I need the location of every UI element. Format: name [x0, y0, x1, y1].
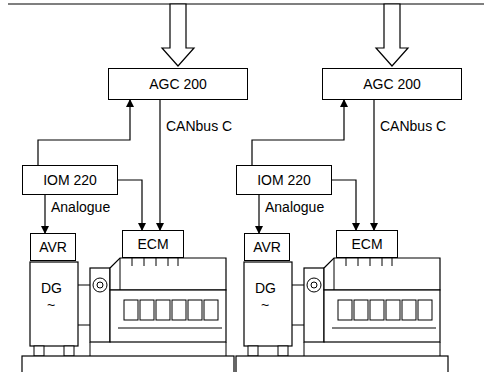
controller-box: AGC 200 — [108, 68, 248, 100]
signal-connector — [38, 100, 130, 165]
signal-connector — [252, 100, 344, 165]
signal-connector — [258, 195, 259, 233]
box-label: ECM — [137, 236, 168, 252]
bus-name: CANbus C — [166, 118, 232, 134]
box-label: AVR — [253, 239, 281, 255]
engine-module-box: ECM — [122, 230, 184, 258]
signal-connector — [159, 100, 160, 230]
regulator-box: AVR — [30, 233, 76, 261]
bus-name: CANbus C — [380, 118, 446, 134]
io-module-box: IOM 220 — [236, 165, 332, 195]
regulator-box: AVR — [244, 233, 290, 261]
box-label: AGC 200 — [363, 76, 421, 92]
box-label: AGC 200 — [149, 76, 207, 92]
signal-connector — [44, 195, 45, 233]
ac-symbol: ~ — [261, 297, 269, 313]
generator-mark: DG — [41, 280, 62, 296]
engine-module-box: ECM — [336, 230, 398, 258]
box-label: IOM 220 — [257, 172, 311, 188]
box-label: ECM — [351, 236, 382, 252]
signal-connector — [332, 180, 356, 230]
signal-type-label: Analogue — [50, 199, 111, 215]
signal-type-label: Analogue — [264, 199, 325, 215]
signal-connector — [373, 100, 374, 230]
generator-mark: DG — [255, 280, 276, 296]
io-module-box: IOM 220 — [22, 165, 118, 195]
controller-box: AGC 200 — [322, 68, 462, 100]
ac-symbol: ~ — [47, 297, 55, 313]
signal-connector — [118, 180, 142, 230]
box-label: IOM 220 — [43, 172, 97, 188]
box-label: AVR — [39, 239, 67, 255]
